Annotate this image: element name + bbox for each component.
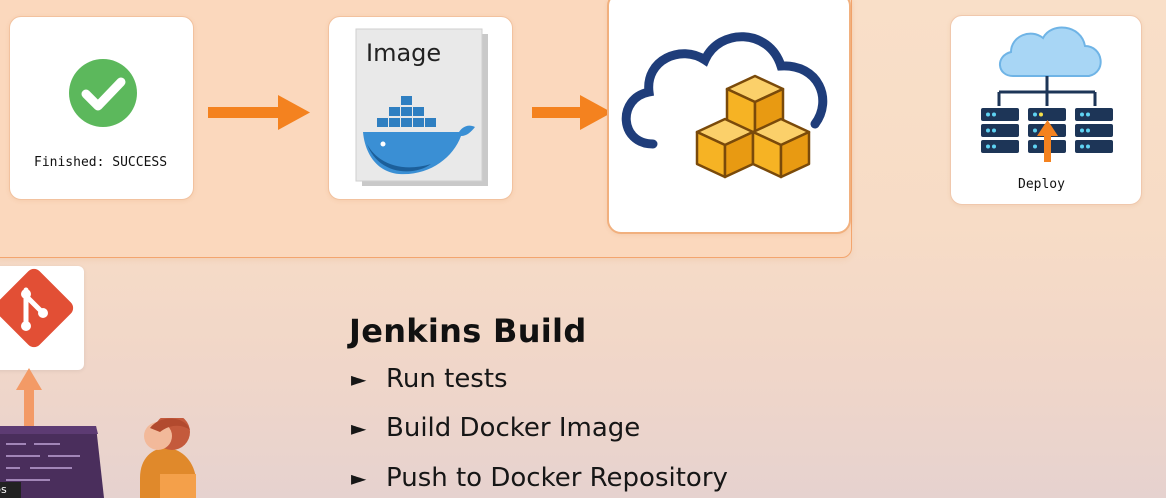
git-logo-icon xyxy=(0,268,74,348)
play-arrow-icon: ► xyxy=(351,367,367,391)
corner-badge: ps xyxy=(0,482,21,498)
step-label: Build Docker Image xyxy=(386,413,641,443)
git-repository-card xyxy=(0,266,84,370)
jenkins-step: ► Build Docker Image xyxy=(351,413,640,443)
deploy-card: Deploy xyxy=(950,15,1142,205)
jenkins-build-title: Jenkins Build xyxy=(349,312,587,350)
arrow-right-icon xyxy=(208,95,310,130)
check-circle-icon xyxy=(69,59,137,127)
developer-laptop-illustration xyxy=(0,418,196,498)
image-label: Image xyxy=(366,39,442,67)
arrow-up-icon xyxy=(16,368,42,448)
cloud-boxes-icon xyxy=(621,32,828,179)
arrow-right-icon xyxy=(532,95,612,130)
jenkins-step: ► Run tests xyxy=(351,364,508,394)
step-label: Push to Docker Repository xyxy=(386,463,728,493)
jenkins-step: ► Push to Docker Repository xyxy=(351,463,728,493)
build-status-text: Finished: SUCCESS xyxy=(34,155,168,170)
step-label: Run tests xyxy=(386,364,508,394)
deploy-label: Deploy xyxy=(1018,177,1065,192)
build-success-card: Finished: SUCCESS xyxy=(9,16,194,200)
docker-repository-card xyxy=(607,0,851,234)
play-arrow-icon: ► xyxy=(351,466,367,490)
play-arrow-icon: ► xyxy=(351,416,367,440)
docker-whale-icon xyxy=(363,96,475,175)
cloud-server-rack-icon xyxy=(981,26,1113,162)
docker-image-card: Image xyxy=(328,16,513,200)
